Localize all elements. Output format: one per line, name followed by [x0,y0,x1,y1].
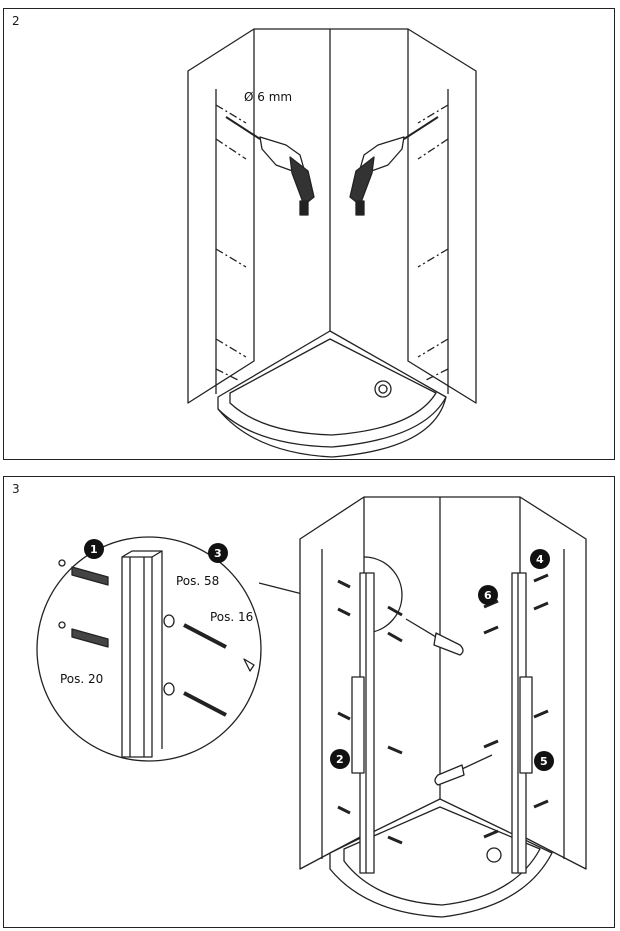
badge-1: 1 [84,539,104,559]
drill-left-icon [225,116,315,216]
right-profile-rail [511,572,533,874]
drill-size-label: Ø 6 mm [244,90,292,104]
screwdriver-upper-icon [405,618,464,656]
pos-20-label: Pos. 20 [60,672,103,686]
shower-tray [329,798,553,918]
step-2-panel: 2 [3,8,615,460]
right-wall [330,28,477,404]
badge-3: 3 [208,543,228,563]
badge-4: 4 [530,549,550,569]
svg-text:3: 3 [214,547,222,560]
pos-16-label: Pos. 16 [210,610,253,624]
svg-text:1: 1 [90,543,98,556]
pos-58-label: Pos. 58 [176,574,219,588]
svg-text:2: 2 [336,753,344,766]
detail-magnifier [36,536,403,762]
drain-icon [486,847,502,863]
svg-text:4: 4 [536,553,544,566]
shower-tray [217,330,447,458]
screw-marks [337,573,549,845]
right-drill-marks [417,104,449,382]
drill-right-icon [349,116,439,216]
left-wall [187,28,330,404]
drain-icon [374,380,392,398]
step-3-panel: 3 [3,476,615,928]
screwdriver-lower-icon [434,754,493,786]
left-profile-rail [351,572,375,874]
svg-text:6: 6 [484,589,492,602]
left-drill-marks [215,104,247,382]
badge-5: 5 [534,751,554,771]
svg-text:5: 5 [540,755,548,768]
badge-2: 2 [330,749,350,769]
badge-6: 6 [478,585,498,605]
step-number: 2 [12,14,20,28]
step-2-illustration: Ø 6 mm [187,28,477,458]
step-number: 3 [12,482,20,496]
step-3-illustration: 1 3 2 4 5 6 Pos. 58 Pos. 16 Pos. 20 [36,496,587,918]
